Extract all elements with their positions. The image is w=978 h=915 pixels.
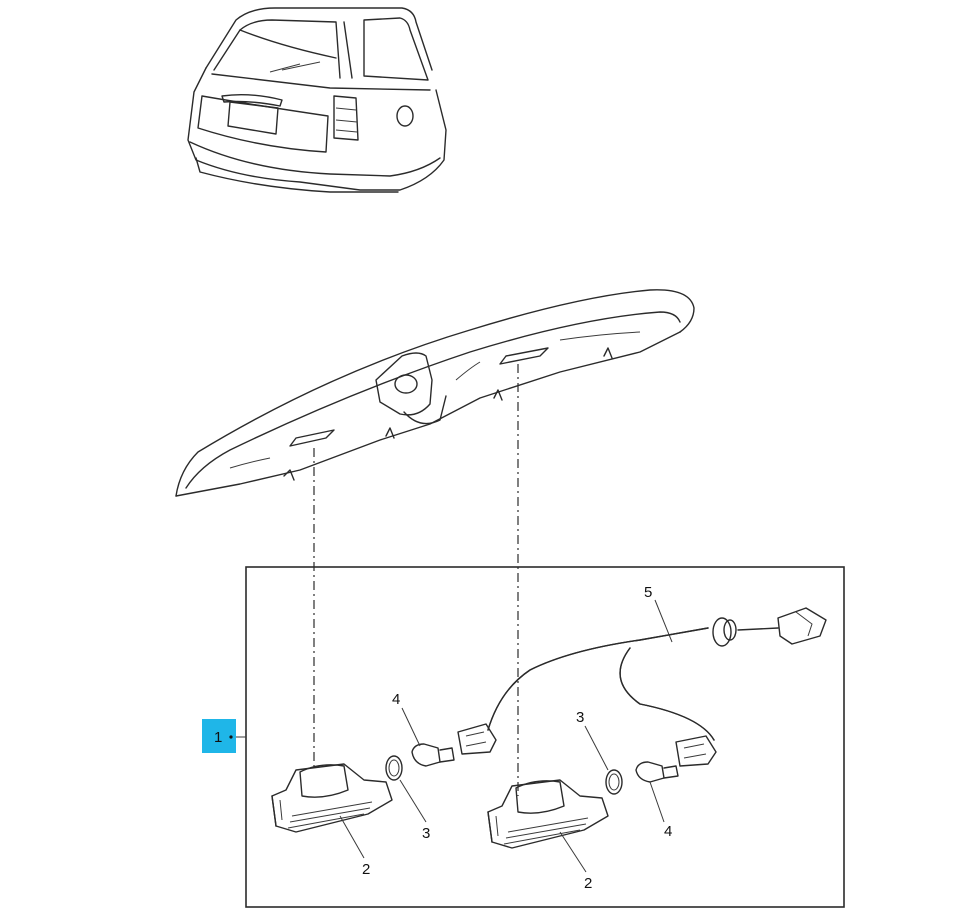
callout-labels: 5 4 3 3 4 2 2 — [362, 584, 672, 892]
wiring-harness — [457, 607, 827, 767]
leader-lines — [236, 599, 673, 873]
callout-2-right: 2 — [584, 875, 592, 892]
bulb-left-group — [411, 743, 455, 767]
tailgate-garnish-moulding — [175, 289, 695, 497]
callout-3-right-top: 3 — [576, 709, 584, 726]
bulb-right-group — [635, 761, 679, 783]
vehicle-rear-illustration — [187, 7, 447, 193]
callout-4-left: 4 — [392, 691, 400, 708]
callout-5: 5 — [644, 584, 652, 601]
license-lamp-right — [487, 779, 609, 849]
callout-1: 1 — [214, 729, 222, 746]
alignment-lines — [313, 364, 519, 796]
callout-2-left: 2 — [362, 861, 370, 878]
license-lamp-left — [271, 763, 393, 833]
callout-4-right: 4 — [664, 823, 672, 840]
callout-3-left: 3 — [422, 825, 430, 842]
gasket-right-group — [605, 769, 623, 795]
gasket-left-group — [385, 755, 403, 781]
assembly-frame — [245, 566, 845, 908]
callout-badge-assembly[interactable]: 1 — [202, 719, 236, 753]
